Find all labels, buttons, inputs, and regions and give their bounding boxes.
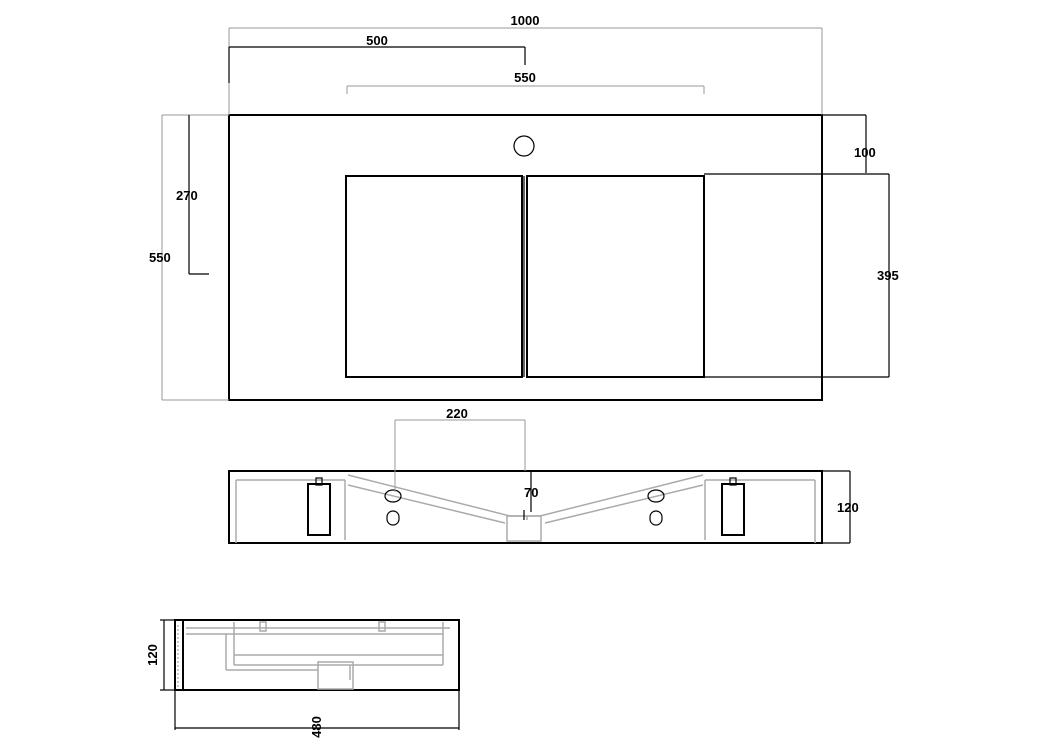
- dim-half-width: 500: [228, 33, 526, 83]
- dim-label-120-side: 120: [145, 644, 160, 666]
- dim-label-100: 100: [854, 145, 876, 160]
- dim-label-1000: 1000: [511, 13, 540, 28]
- dim-label-70: 70: [524, 485, 538, 500]
- bracket-left: [307, 483, 331, 536]
- dim-label-550-left: 550: [149, 250, 171, 265]
- plan-outline: [228, 114, 823, 401]
- basin-right: [526, 175, 705, 378]
- dim-front-to-basin: 100: [822, 114, 876, 173]
- dim-label-220: 220: [446, 406, 468, 421]
- front-view: [228, 470, 823, 544]
- dim-side-height: 120: [145, 619, 175, 691]
- overflow-hole-left: [384, 489, 402, 503]
- plan-view: [228, 114, 823, 401]
- dim-tap-to-basin: 270: [176, 115, 209, 275]
- dim-holes-spacing: 220: [394, 406, 526, 492]
- bracket-right: [721, 483, 745, 536]
- overflow-hole-right: [647, 489, 665, 503]
- side-drain-trap: [317, 661, 354, 690]
- tap-hole: [513, 135, 535, 157]
- dim-side-depth: 480: [174, 690, 460, 738]
- front-outline: [228, 470, 823, 544]
- dim-basin-width: 550: [346, 70, 705, 94]
- fixing-slot-right: [649, 510, 663, 526]
- basin-left: [345, 175, 523, 378]
- dim-label-500: 500: [366, 33, 388, 48]
- dim-basin-depth: 395: [704, 173, 899, 378]
- side-outline: [174, 619, 460, 691]
- dim-label-480: 480: [309, 716, 324, 738]
- dim-drain-height: 70: [524, 472, 538, 512]
- dim-label-395: 395: [877, 268, 899, 283]
- dim-overall-depth: 550: [149, 114, 229, 401]
- dim-front-height: 120: [822, 470, 859, 544]
- dim-label-270: 270: [176, 188, 198, 203]
- fixing-slot-left: [386, 510, 400, 526]
- dim-label-120-front: 120: [837, 500, 859, 515]
- dim-label-550-top: 550: [514, 70, 536, 85]
- side-view: [174, 619, 460, 691]
- dim-overall-width: 1000: [228, 13, 823, 115]
